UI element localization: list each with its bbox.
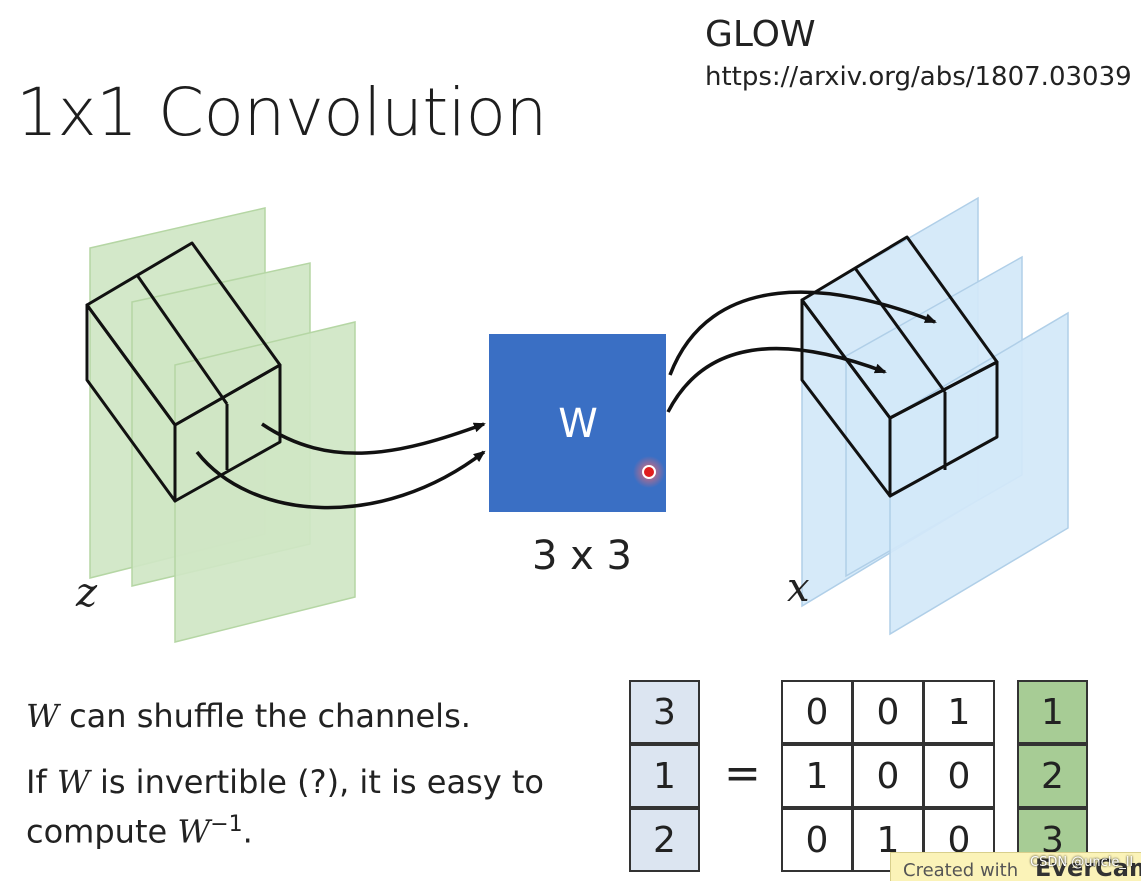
- var-w: W: [177, 812, 211, 851]
- weight-size-label: 3 x 3: [532, 533, 632, 579]
- watermark-created-text: Created with: [903, 860, 1019, 881]
- csdn-watermark: CSDN @uncle_ll: [1030, 855, 1134, 870]
- text-line-shuffle-rest: can shuffle the channels.: [58, 697, 471, 735]
- output-label: x: [787, 565, 810, 611]
- input-cube: [85, 241, 282, 503]
- var-w: W: [56, 763, 90, 801]
- text-line-compute-prefix: compute: [26, 812, 178, 851]
- inverse-exponent: −1: [210, 812, 243, 837]
- slide-title: 1x1 Convolution: [16, 74, 547, 151]
- var-w: W: [26, 697, 59, 735]
- input-channel-planes: [89, 207, 356, 643]
- matrix-cell: 1: [781, 744, 853, 808]
- reference-name: GLOW: [705, 14, 816, 55]
- matrix-cell: 0: [852, 680, 924, 744]
- matrix-cell: 1: [923, 680, 995, 744]
- equals-sign: =: [724, 748, 761, 799]
- text-line-invertible: If W is invertible (?), it is easy to: [26, 763, 544, 801]
- output-cube: [800, 235, 999, 498]
- left-vector-cell: 3: [629, 680, 700, 744]
- right-vector-cell: 2: [1017, 744, 1088, 808]
- weight-label: W: [558, 401, 598, 447]
- input-label: z: [76, 570, 98, 616]
- cursor-dot: [642, 465, 656, 479]
- text-line-invertible-rest: is invertible (?), it is easy to: [89, 763, 544, 801]
- arrow-output-top: [668, 290, 937, 376]
- right-vector-cell: 1: [1017, 680, 1088, 744]
- matrix-cell: 0: [852, 744, 924, 808]
- text-line-invertible-prefix: If: [26, 763, 57, 801]
- arrow-input-bottom: [195, 450, 486, 510]
- matrix-cell: 0: [781, 680, 853, 744]
- text-line-compute: compute W−1.: [26, 812, 253, 851]
- matrix-cell: 0: [781, 808, 853, 872]
- weight-box: [489, 334, 666, 512]
- left-vector-cell: 1: [629, 744, 700, 808]
- matrix-cell: 0: [923, 744, 995, 808]
- watermark-brand: EverCam.: [1035, 854, 1141, 882]
- arrows: [195, 290, 937, 510]
- watermark-banner: [890, 852, 1141, 881]
- input-plane-3: [174, 321, 356, 643]
- arrow-input-top: [261, 422, 486, 455]
- output-channel-planes: [801, 196, 1069, 636]
- left-vector-cell: 2: [629, 808, 700, 872]
- text-line-compute-suffix: .: [242, 812, 253, 851]
- text-line-shuffle: W can shuffle the channels.: [26, 697, 471, 735]
- reference-url[interactable]: https://arxiv.org/abs/1807.03039: [705, 62, 1132, 92]
- arrow-output-bottom: [666, 346, 887, 413]
